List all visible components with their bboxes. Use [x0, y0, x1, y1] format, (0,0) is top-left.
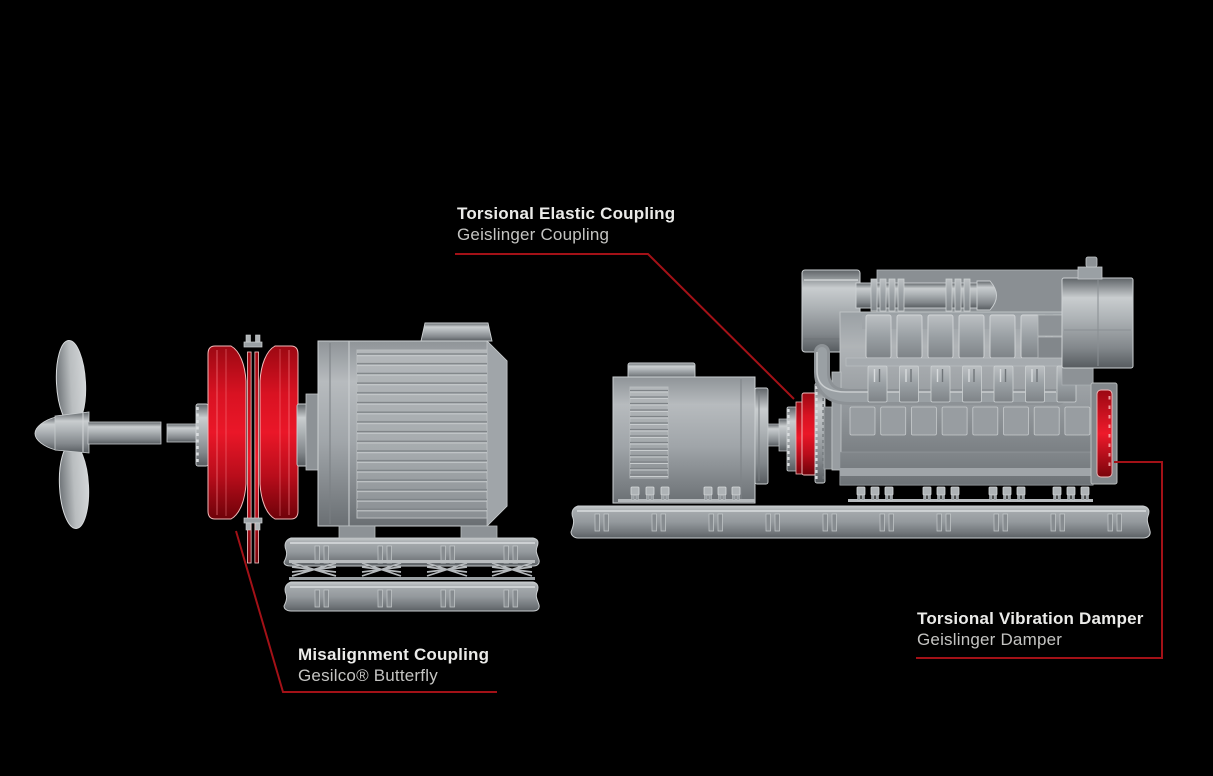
motor-terminal-box — [420, 322, 493, 342]
label-subtitle: Geislinger Coupling — [457, 225, 610, 244]
crankcase-doors — [849, 406, 1091, 436]
center-bolt-bar-top — [243, 341, 263, 348]
resilient-base-frame — [283, 537, 540, 612]
engine-front-plate — [831, 371, 842, 471]
label-misalignment-coupling: Misalignment Coupling Gesilco® Butterfly — [298, 644, 489, 686]
motor-end-bell — [317, 340, 350, 527]
label-title: Torsional Vibration Damper — [917, 609, 1144, 628]
coupling-red-body — [801, 392, 817, 476]
leader-lines — [235, 253, 1163, 693]
turbo-cap — [1077, 266, 1103, 280]
turbo-knob — [1085, 256, 1098, 268]
pushrod-covers — [867, 365, 1077, 403]
pipe-end-cap — [976, 280, 997, 311]
vibration-isolator-springs — [291, 562, 533, 577]
propeller-nose-cone — [34, 416, 57, 451]
electric-motor — [305, 322, 508, 539]
label-subtitle: Geislinger Damper — [917, 630, 1063, 649]
coupling-hub-disc — [823, 406, 833, 470]
label-title: Torsional Elastic Coupling — [457, 204, 676, 223]
common-base-rail — [570, 505, 1151, 539]
propeller — [34, 340, 90, 529]
motor-foot — [338, 525, 376, 539]
label-subtitle: Gesilco® Butterfly — [298, 666, 438, 685]
leader-line-misalignment-coupling — [235, 530, 497, 693]
generator-vent-cap — [627, 362, 696, 379]
membrane-plate-right — [254, 351, 259, 564]
generator — [612, 362, 769, 504]
propeller-hub — [54, 411, 90, 454]
propeller-shaft — [87, 421, 199, 445]
butterfly-half-right — [259, 345, 299, 520]
diesel-engine — [801, 256, 1134, 502]
membrane-plate-left — [247, 351, 252, 564]
butterfly-half-left — [207, 345, 247, 520]
damper-red-ring — [1096, 389, 1113, 478]
engine-feet — [856, 486, 1090, 501]
spring-top-plate — [289, 560, 535, 563]
misalignment-coupling — [195, 334, 320, 564]
label-title: Misalignment Coupling — [298, 645, 490, 664]
motor-bearing-plate — [305, 393, 319, 471]
torsional-vibration-damper — [1090, 382, 1118, 485]
leader-line-vibration-damper — [916, 461, 1163, 659]
generator-end-flange — [754, 387, 769, 485]
label-torsional-vibration-damper: Torsional Vibration Damper Geislinger Da… — [917, 608, 1144, 650]
leader-line-elastic-coupling — [455, 253, 795, 400]
engine-deck-ledge — [845, 357, 1094, 367]
pipe-clamps — [870, 278, 971, 312]
label-torsional-elastic-coupling: Torsional Elastic Coupling Geislinger Co… — [457, 203, 675, 245]
propeller-blade-bottom — [58, 443, 90, 529]
motor-foot — [460, 525, 498, 539]
spring-bottom-plate — [289, 577, 535, 580]
center-bolt-bar-bottom — [243, 517, 263, 524]
